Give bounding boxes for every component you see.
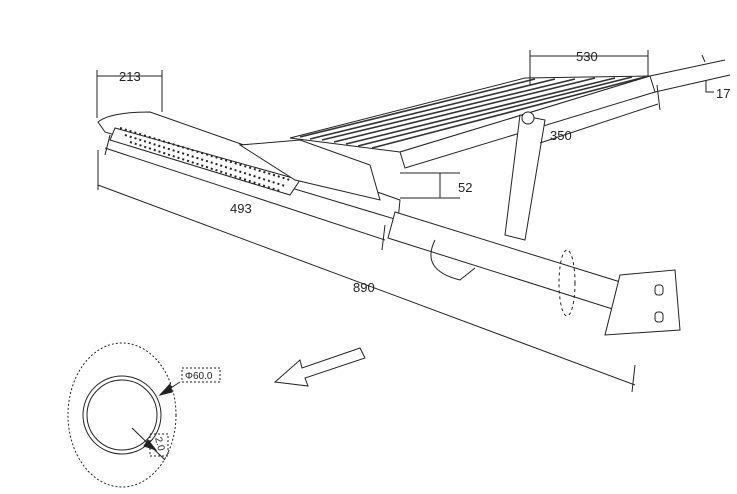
bracket-knob [521, 111, 535, 125]
lamp-head [97, 111, 401, 221]
dim-pole-wall: 2.0 [152, 436, 166, 453]
dim-pole-diameter: Φ60.0 [185, 371, 213, 382]
dim-overall-length: 890 [353, 280, 375, 295]
dim-panel-width: 530 [576, 49, 598, 64]
dim-head-width: 213 [119, 69, 141, 84]
dim-head-height: 52 [458, 180, 472, 195]
pole-section-detail [67, 342, 221, 488]
view-arrow-icon [273, 347, 366, 387]
dim-panel-thickness: 17 [716, 86, 730, 101]
dimension-lines [96, 50, 714, 393]
dim-panel-length: 350 [550, 128, 572, 143]
solar-panel [289, 59, 731, 169]
pole [387, 211, 681, 336]
panel-bracket [504, 114, 546, 241]
dim-head-length: 493 [230, 201, 252, 216]
